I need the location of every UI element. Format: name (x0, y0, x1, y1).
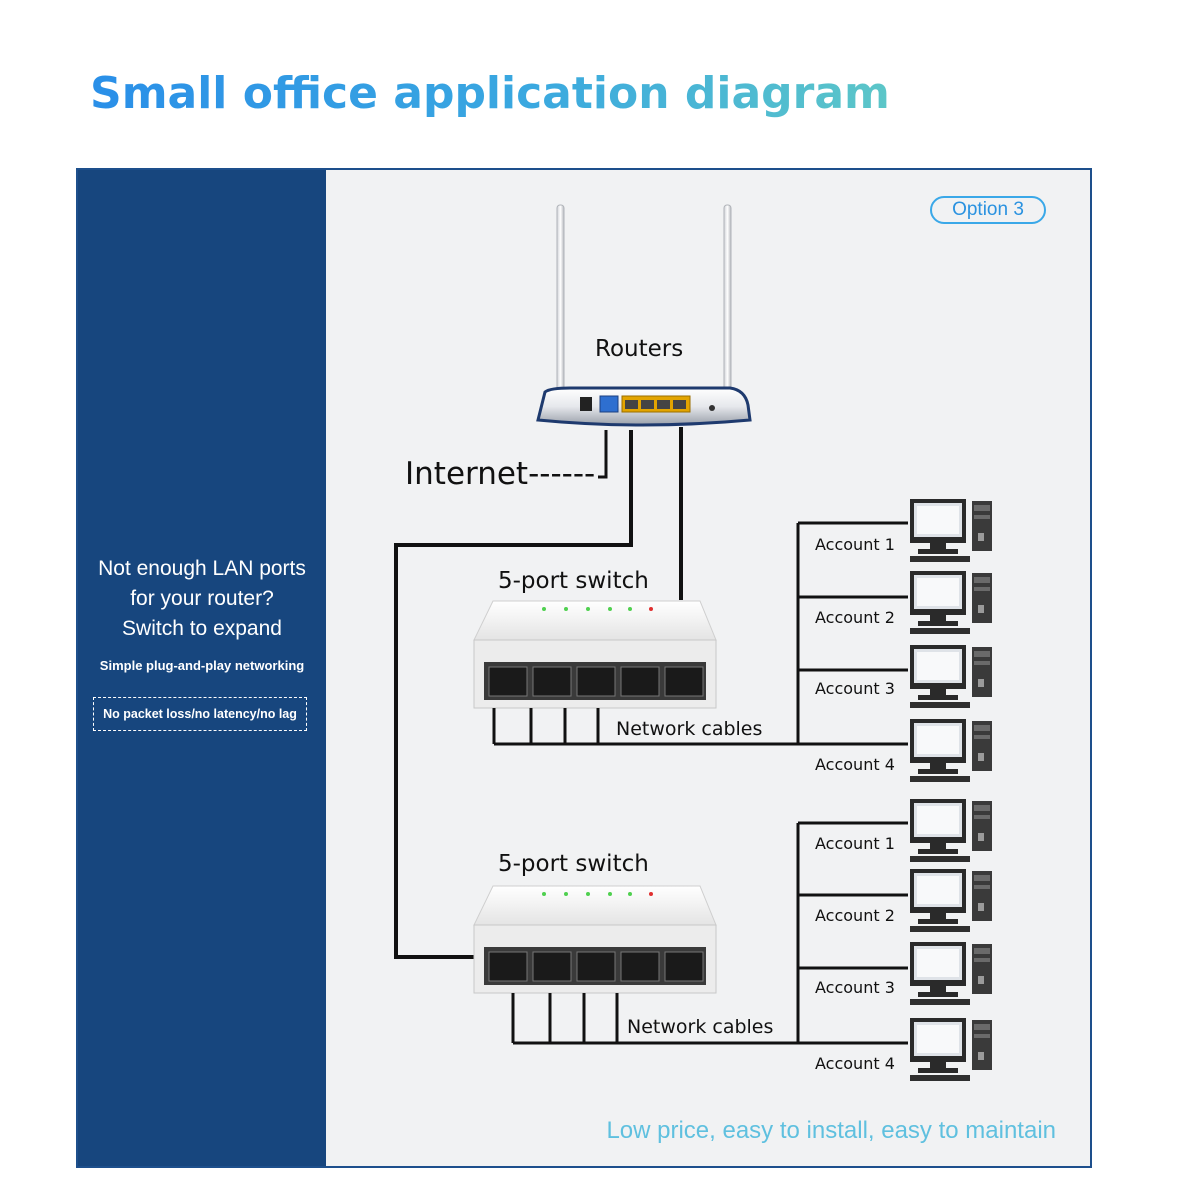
internet-cable (598, 430, 608, 479)
switch-1-account-3-label: Account 3 (815, 679, 895, 698)
router-antenna (723, 204, 732, 396)
switch-1-cables (492, 521, 908, 746)
switch-2 (473, 885, 717, 994)
switch-2-cables (511, 821, 908, 1045)
switch-1-account-1-label: Account 1 (815, 535, 895, 554)
plug-and-play-text: Simple plug-and-play networking (99, 658, 305, 673)
switch-2-label: 5-port switch (498, 851, 649, 877)
computer-icon (910, 1018, 992, 1081)
computer-icon (910, 645, 992, 708)
router-label: Routers (595, 336, 683, 362)
router (536, 204, 752, 427)
footer-tagline: Low price, easy to install, easy to main… (606, 1117, 1056, 1144)
option-badge: Option 3 (930, 196, 1046, 224)
page-title: Small office application diagram (90, 66, 890, 122)
question-line: Not enough LAN ports (98, 557, 306, 580)
computer-icon (910, 869, 992, 932)
question-line: for your router? (130, 587, 274, 610)
switch-2-account-2-label: Account 2 (815, 906, 895, 925)
question-line: Switch to expand (122, 617, 282, 640)
switch-2-account-1-label: Account 1 (815, 834, 895, 853)
left-info-panel: Not enough LAN ports for your router? Sw… (78, 170, 326, 1166)
switch-2-account-3-label: Account 3 (815, 978, 895, 997)
lan-ports-question: Not enough LAN ports for your router? Sw… (78, 554, 326, 644)
router-to-switch2-cable (394, 430, 633, 959)
no-packet-loss-badge: No packet loss/no latency/no lag (93, 697, 307, 731)
switch-2-cables-label: Network cables (627, 1016, 773, 1038)
computer-icon (910, 799, 992, 862)
computer-icon (910, 571, 992, 634)
switch-1-label: 5-port switch (498, 568, 649, 594)
switch-1-cables-label: Network cables (616, 718, 762, 740)
switch-1-account-4-label: Account 4 (815, 755, 895, 774)
computer-icon (910, 719, 992, 782)
internet-label: Internet------ (405, 456, 595, 492)
switch-1-account-2-label: Account 2 (815, 608, 895, 627)
switch-2-account-4-label: Account 4 (815, 1054, 895, 1073)
switch-1 (473, 600, 717, 709)
computer-icon (910, 942, 992, 1005)
computer-icon (910, 499, 992, 562)
router-antenna (556, 204, 565, 396)
